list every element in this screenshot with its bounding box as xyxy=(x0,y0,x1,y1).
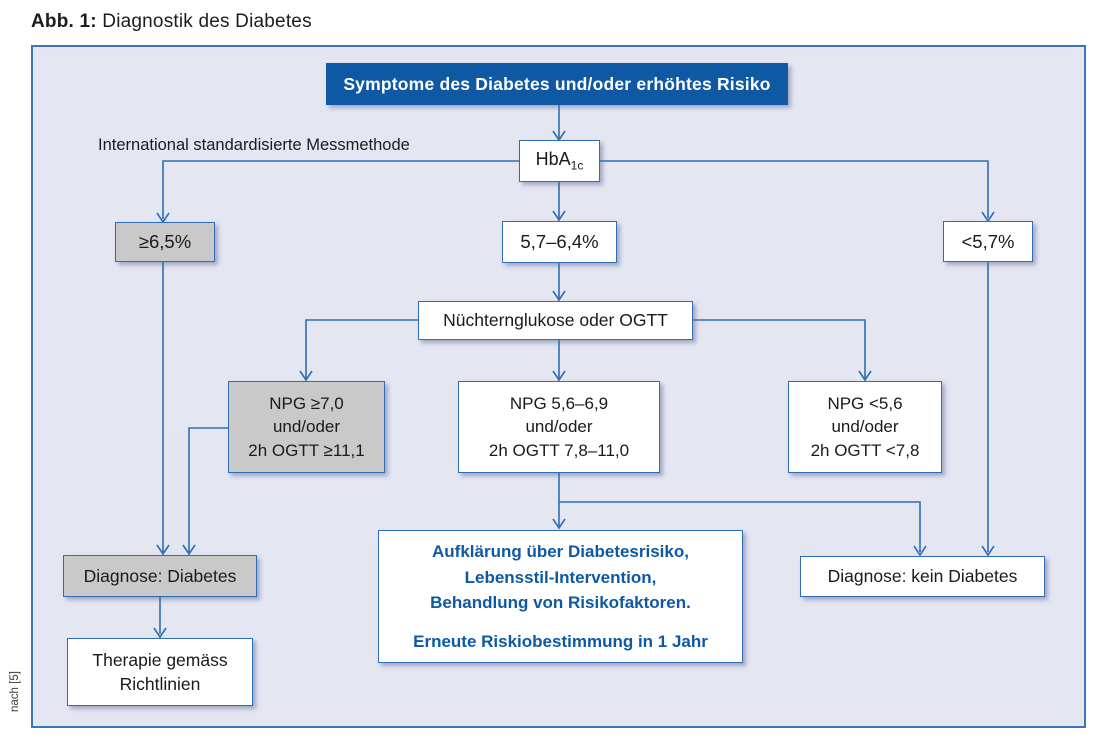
npg-mid-line2: und/oder xyxy=(525,417,593,437)
npg-mid-line1: NPG 5,6–6,9 xyxy=(509,393,609,413)
hba1c-high-branch-box: ≥6,5% xyxy=(115,222,215,262)
therapy-box: Therapie gemäss Richtlinien xyxy=(67,638,253,706)
hba1c-low-branch-box: <5,7% xyxy=(943,221,1033,262)
npg-low-line3: 2h OGTT <7,8 xyxy=(810,440,920,460)
hba1c-label: HbA1c xyxy=(535,149,584,174)
symptoms-risk-header-label: Symptome des Diabetes und/oder erhöhtes … xyxy=(343,73,771,94)
therapy-line2: Richtlinien xyxy=(119,674,201,694)
npg-low-line1: NPG <5,6 xyxy=(827,393,903,413)
hba1c-box: HbA1c xyxy=(519,140,600,182)
risk-advice-line4: Erneute Riskiobestimmung in 1 Jahr xyxy=(413,631,708,651)
risk-advice-line2: Lebensstil-Intervention, xyxy=(464,567,657,587)
figure-title: Abb. 1: Diagnostik des Diabetes xyxy=(31,11,312,33)
figure-label: Abb. 1: xyxy=(31,11,97,32)
glucose-ogtt-label: Nüchternglukose oder OGTT xyxy=(443,310,668,331)
source-note: nach [5] xyxy=(9,671,21,712)
npg-low-box: NPG <5,6 und/oder 2h OGTT <7,8 xyxy=(788,381,942,473)
symptoms-risk-header-box: Symptome des Diabetes und/oder erhöhtes … xyxy=(326,63,788,105)
diagnosis-diabetes-label: Diagnose: Diabetes xyxy=(83,565,237,586)
risk-advice-line1: Aufklärung über Diabetesrisiko, xyxy=(432,542,689,561)
npg-high-line3: 2h OGTT ≥11,1 xyxy=(248,440,365,460)
hba1c-mid-branch-box: 5,7–6,4% xyxy=(502,221,617,263)
npg-mid-line3: 2h OGTT 7,8–11,0 xyxy=(488,440,630,460)
glucose-ogtt-box: Nüchternglukose oder OGTT xyxy=(418,301,693,340)
diagnosis-no-diabetes-box: Diagnose: kein Diabetes xyxy=(800,556,1045,597)
therapy-line1: Therapie gemäss xyxy=(92,649,228,670)
npg-high-line2: und/oder xyxy=(272,417,341,437)
npg-low-line2: und/oder xyxy=(831,417,899,437)
npg-high-line1: NPG ≥7,0 xyxy=(269,393,344,413)
hba1c-low-value: <5,7% xyxy=(961,230,1015,252)
diagnosis-diabetes-box: Diagnose: Diabetes xyxy=(63,555,257,597)
measurement-method-label: International standardisierte Messmethod… xyxy=(98,136,410,154)
npg-high-box: NPG ≥7,0 und/oder 2h OGTT ≥11,1 xyxy=(228,381,385,473)
npg-mid-box: NPG 5,6–6,9 und/oder 2h OGTT 7,8–11,0 xyxy=(458,381,660,473)
hba1c-high-value: ≥6,5% xyxy=(138,231,192,253)
hba1c-subscript: 1c xyxy=(570,159,584,174)
risk-advice-line3: Behandlung von Risikofaktoren. xyxy=(430,593,691,612)
figure-title-text: Diagnostik des Diabetes xyxy=(102,11,312,32)
diagnosis-no-diabetes-label: Diagnose: kein Diabetes xyxy=(827,566,1018,587)
risk-advice-box: Aufklärung über Diabetesrisiko, Lebensst… xyxy=(378,530,743,663)
hba1c-mid-value: 5,7–6,4% xyxy=(520,231,599,253)
